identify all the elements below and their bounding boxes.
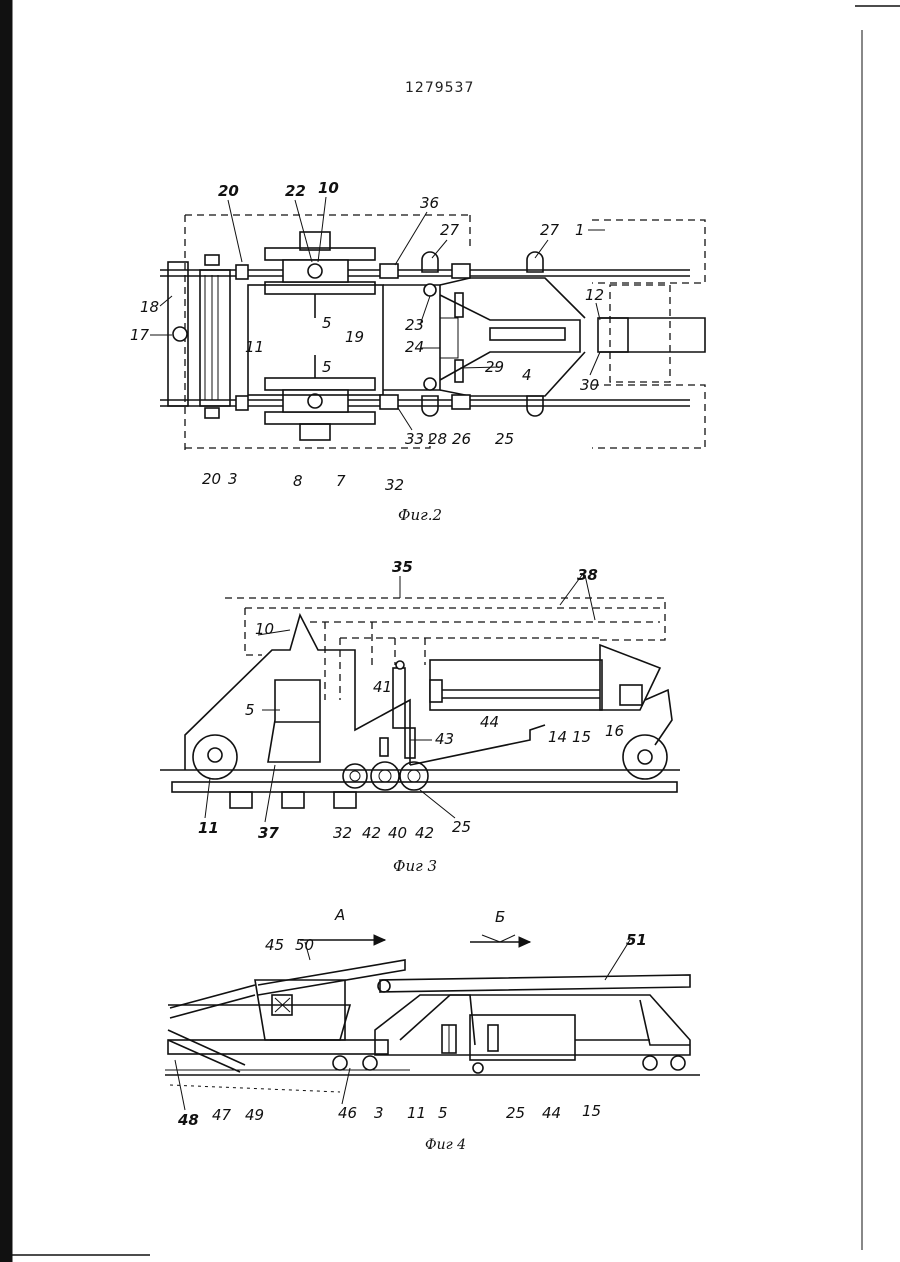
fig4-label-44: 44 [542,1104,561,1122]
fig4-label-25: 25 [506,1104,525,1122]
fig3-label-5: 5 [245,701,255,719]
fig3-label-15: 15 [572,728,591,746]
fig3-label-37: 37 [258,824,279,842]
fig2-label-20-bottom: 20 [202,470,221,488]
fig2-label-11: 11 [245,338,264,356]
fig4-label-47: 47 [212,1106,232,1124]
fig3-label-14: 14 [548,728,567,746]
fig4-label-5: 5 [438,1104,448,1122]
fig2-label-5-top: 5 [322,314,332,332]
fig3-label-40: 40 [388,824,407,842]
fig3-label-41: 41 [373,678,392,696]
fig2-label-32: 32 [385,476,404,494]
fig3-label-42-left: 42 [362,824,381,842]
fig4-caption: Фиг 4 [425,1137,466,1153]
fig3-label-25: 25 [452,818,471,836]
fig2-label-30: 30 [580,376,599,394]
fig4-label-50: 50 [295,936,314,954]
fig2-label-12: 12 [585,286,604,304]
fig3-label-16: 16 [605,722,624,740]
figure-4 [165,935,700,1092]
fig2-label-8: 8 [293,472,303,490]
fig3-label-group: 35 38 10 5 41 43 44 14 15 16 11 37 32 42… [198,558,624,842]
fig2-label-19: 19 [345,328,364,346]
fig2-label-20-top: 20 [218,182,239,200]
fig3-label-11: 11 [198,819,219,837]
fig2-label-10: 10 [318,179,339,197]
fig2-label-23: 23 [405,316,424,334]
fig3-label-32: 32 [333,824,352,842]
figure-2 [160,215,705,450]
fig2-label-4: 4 [522,366,532,384]
fig2-label-26: 26 [452,430,471,448]
fig2-label-36: 36 [420,194,439,212]
fig4-label-45: 45 [265,936,284,954]
fig2-label-22: 22 [285,182,306,200]
fig2-label-25: 25 [495,430,514,448]
fig4-label-A: А [334,906,345,924]
fig2-label-18: 18 [140,298,159,316]
fig4-label-11: 11 [407,1104,426,1122]
fig2-label-7: 7 [336,472,346,490]
figure-3 [160,598,680,808]
fig3-label-44: 44 [480,713,499,731]
fig2-label-28: 28 [428,430,447,448]
fig4-label-15: 15 [582,1102,601,1120]
fig2-label-33: 33 [405,430,424,448]
fig2-label-27-left: 27 [440,221,460,239]
fig3-caption: Фиг 3 [393,857,437,875]
fig3-label-10: 10 [255,620,274,638]
fig4-label-46: 46 [338,1104,357,1122]
fig3-label-42-right: 42 [415,824,434,842]
fig4-label-B: Б [495,908,505,926]
fig2-label-1: 1 [575,221,585,239]
fig3-label-38: 38 [577,566,598,584]
fig2-label-3: 3 [228,470,238,488]
fig4-label-49: 49 [245,1106,264,1124]
fig2-label-17: 17 [130,326,150,344]
fig3-label-35: 35 [392,558,413,576]
fig2-label-24: 24 [405,338,424,356]
fig2-caption: Фиг.2 [398,506,442,524]
fig2-label-5-bottom: 5 [322,358,332,376]
fig4-label-48: 48 [177,1111,199,1129]
fig2-label-27-right: 27 [540,221,560,239]
fig4-label-group: А Б 45 50 51 48 47 49 46 3 11 5 25 44 15 [177,906,647,1129]
fig2-label-group: 20 22 10 36 27 27 1 18 17 11 5 5 19 23 2… [130,179,604,494]
fig4-label-51: 51 [626,931,647,949]
fig4-label-3: 3 [374,1104,384,1122]
fig3-label-43: 43 [435,730,454,748]
